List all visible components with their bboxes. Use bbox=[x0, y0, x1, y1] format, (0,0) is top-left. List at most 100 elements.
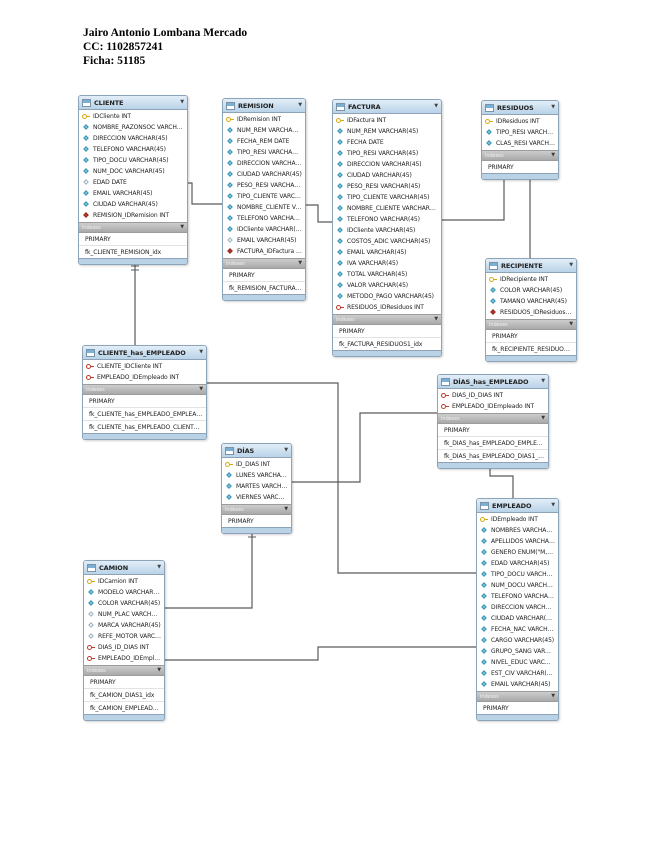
index-row[interactable]: PRIMARY bbox=[482, 161, 558, 173]
column-row[interactable]: FECHA_REM DATE bbox=[223, 136, 305, 147]
column-row[interactable]: EMPLEADO_IDEmpleado INT bbox=[438, 401, 548, 412]
column-row[interactable]: APELLIDOS VARCHAR(45) bbox=[477, 536, 558, 547]
column-row[interactable]: GRUPO_SANG VARCHAR(45) bbox=[477, 646, 558, 657]
relation-cliente_has_empleado-empleado[interactable] bbox=[203, 382, 478, 574]
column-row[interactable]: EDAD VARCHAR(45) bbox=[477, 558, 558, 569]
column-row[interactable]: IVA VARCHAR(45) bbox=[333, 258, 441, 269]
collapse-arrow-icon[interactable]: ▼ bbox=[180, 99, 184, 105]
relation-camion-empleado[interactable] bbox=[161, 646, 478, 661]
index-row[interactable]: fk_FACTURA_RESIDUOS1_idx bbox=[333, 338, 441, 350]
column-row[interactable]: LUNES VARCHAR(45) bbox=[222, 470, 291, 481]
collapse-arrow-icon[interactable]: ▼ bbox=[551, 502, 555, 508]
collapse-arrow-icon[interactable]: ▼ bbox=[541, 378, 545, 384]
column-row[interactable]: CLAS_RESI VARCHAR(45) bbox=[482, 138, 558, 149]
index-row[interactable]: fk_DIAS_has_EMPLEADO_EMPLEADO1_idx bbox=[438, 437, 548, 450]
index-row[interactable]: fk_RECIPIENTE_RESIDUOS1_idx bbox=[486, 343, 576, 355]
column-row[interactable]: EST_CIV VARCHAR(45) bbox=[477, 668, 558, 679]
column-row[interactable]: IDFactura INT bbox=[333, 115, 441, 126]
column-row[interactable]: DIRECCION VARCHAR(45) bbox=[477, 602, 558, 613]
column-row[interactable]: IDResiduos INT bbox=[482, 116, 558, 127]
column-row[interactable]: MODELO VARCHAR(45) bbox=[84, 587, 164, 598]
collapse-arrow-icon[interactable]: ▼ bbox=[551, 104, 555, 110]
collapse-arrow-icon[interactable]: ▼ bbox=[298, 102, 302, 108]
column-row[interactable]: REMISION_IDRemision INT bbox=[79, 210, 187, 221]
column-row[interactable]: CIUDAD VARCHAR(45) bbox=[79, 199, 187, 210]
column-row[interactable]: CIUDAD VARCHAR(45) bbox=[477, 613, 558, 624]
relation-factura-residuos[interactable] bbox=[438, 168, 505, 221]
table-header[interactable]: CAMION ▼ bbox=[84, 561, 164, 575]
indexes-section-header[interactable]: Indexes ▼ bbox=[79, 222, 187, 233]
indexes-collapse-arrow-icon[interactable]: ▼ bbox=[157, 667, 161, 673]
column-row[interactable]: EMAIL VARCHAR(45) bbox=[477, 679, 558, 690]
index-row[interactable]: fk_DIAS_has_EMPLEADO_DIAS1_idx bbox=[438, 450, 548, 462]
indexes-collapse-arrow-icon[interactable]: ▼ bbox=[180, 224, 184, 230]
column-row[interactable]: RESIDUOS_IDResiduos INT bbox=[486, 307, 576, 318]
column-row[interactable]: NOMBRE_CLIENTE VARCHAR(45) bbox=[333, 203, 441, 214]
column-row[interactable]: DIAS_ID_DIAS INT bbox=[84, 642, 164, 653]
column-row[interactable]: IDCliente INT bbox=[79, 111, 187, 122]
indexes-section-header[interactable]: Indexes ▼ bbox=[223, 258, 305, 269]
column-row[interactable]: NUM_REM VARCHAR(45) bbox=[333, 126, 441, 137]
table-header[interactable]: EMPLEADO ▼ bbox=[477, 499, 558, 513]
indexes-section-header[interactable]: Indexes ▼ bbox=[84, 665, 164, 676]
column-row[interactable]: MARTES VARCHAR(45) bbox=[222, 481, 291, 492]
column-row[interactable]: DIRECCION VARCHAR(45) bbox=[333, 159, 441, 170]
index-row[interactable]: fk_REMISION_FACTURA1_idx bbox=[223, 282, 305, 294]
column-row[interactable]: IDCliente VARCHAR(45) bbox=[333, 225, 441, 236]
column-row[interactable]: VIERNES VARCHAR(45) bbox=[222, 492, 291, 503]
collapse-arrow-icon[interactable]: ▼ bbox=[434, 103, 438, 109]
column-row[interactable]: NOMBRES VARCHAR(45) bbox=[477, 525, 558, 536]
column-row[interactable]: IDCamion INT bbox=[84, 576, 164, 587]
index-row[interactable]: fk_CAMION_DIAS1_idx bbox=[84, 689, 164, 702]
column-row[interactable]: RESIDUOS_IDResiduos INT bbox=[333, 302, 441, 313]
table-CLIENTE_has_EMPLEADO[interactable]: CLIENTE_has_EMPLEADO ▼ CLIENTE_IDCliente… bbox=[82, 345, 207, 440]
indexes-section-header[interactable]: Indexes ▼ bbox=[477, 691, 558, 702]
collapse-arrow-icon[interactable]: ▼ bbox=[569, 262, 573, 268]
column-row[interactable]: TIPO_DOCU VARCHAR(45) bbox=[477, 569, 558, 580]
column-row[interactable]: FECHA_NAC VARCHAR(45) bbox=[477, 624, 558, 635]
indexes-collapse-arrow-icon[interactable]: ▼ bbox=[551, 152, 555, 158]
column-row[interactable]: MARCA VARCHAR(45) bbox=[84, 620, 164, 631]
column-row[interactable]: IDCliente VARCHAR(45) bbox=[223, 224, 305, 235]
table-header[interactable]: FACTURA ▼ bbox=[333, 100, 441, 114]
column-row[interactable]: EDAD DATE bbox=[79, 177, 187, 188]
column-row[interactable]: IDRemision INT bbox=[223, 114, 305, 125]
column-row[interactable]: TELEFONO VARCHAR(45) bbox=[79, 144, 187, 155]
column-row[interactable]: PESO_RESI VARCHAR(45) bbox=[223, 180, 305, 191]
column-row[interactable]: REFE_MOTOR VARCHAR(45) bbox=[84, 631, 164, 642]
index-row[interactable]: PRIMARY bbox=[486, 330, 576, 343]
indexes-collapse-arrow-icon[interactable]: ▼ bbox=[298, 260, 302, 266]
table-header[interactable]: RESIDUOS ▼ bbox=[482, 101, 558, 115]
relation-remision-factura[interactable] bbox=[302, 204, 334, 223]
index-row[interactable]: fk_CAMION_EMPLEADO1_idx bbox=[84, 702, 164, 714]
indexes-collapse-arrow-icon[interactable]: ▼ bbox=[434, 316, 438, 322]
indexes-collapse-arrow-icon[interactable]: ▼ bbox=[541, 415, 545, 421]
index-row[interactable]: fk_CLIENTE_REMISION_idx bbox=[79, 246, 187, 258]
column-row[interactable]: PESO_RESI VARCHAR(45) bbox=[333, 181, 441, 192]
column-row[interactable]: METODO_PAGO VARCHAR(45) bbox=[333, 291, 441, 302]
collapse-arrow-icon[interactable]: ▼ bbox=[284, 447, 288, 453]
relation-cliente-remision[interactable] bbox=[184, 182, 224, 205]
index-row[interactable]: PRIMARY bbox=[438, 424, 548, 437]
column-row[interactable]: TIPO_DOCU VARCHAR(45) bbox=[79, 155, 187, 166]
column-row[interactable]: TELEFONO VARCHAR(45) bbox=[477, 591, 558, 602]
index-row[interactable]: fk_CLIENTE_has_EMPLEADO_CLIENTE1_idx bbox=[83, 421, 206, 433]
indexes-collapse-arrow-icon[interactable]: ▼ bbox=[569, 321, 573, 327]
column-row[interactable]: CLIENTE_IDCliente INT bbox=[83, 361, 206, 372]
table-header[interactable]: DÍAS ▼ bbox=[222, 444, 291, 458]
column-row[interactable]: NOMBRE_RAZONSOC VARCHAR(45) bbox=[79, 122, 187, 133]
column-row[interactable]: DIRECCION VARCHAR(45) bbox=[79, 133, 187, 144]
collapse-arrow-icon[interactable]: ▼ bbox=[199, 349, 203, 355]
column-row[interactable]: IDEmpleado INT bbox=[477, 514, 558, 525]
column-row[interactable]: DIAS_ID_DIAS INT bbox=[438, 390, 548, 401]
column-row[interactable]: TOTAL VARCHAR(45) bbox=[333, 269, 441, 280]
relation-camion-dias[interactable] bbox=[161, 526, 253, 609]
indexes-section-header[interactable]: Indexes ▼ bbox=[333, 314, 441, 325]
column-row[interactable]: NUM_REM VARCHAR(45) bbox=[223, 125, 305, 136]
column-row[interactable]: ID_DIAS INT bbox=[222, 459, 291, 470]
column-row[interactable]: TIPO_CLIENTE VARCHAR(45) bbox=[333, 192, 441, 203]
